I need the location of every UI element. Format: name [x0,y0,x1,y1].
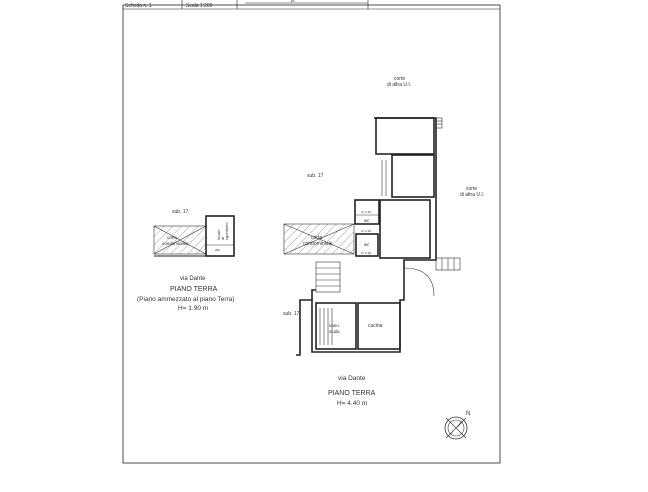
sheet-frame [122,4,501,464]
right-floor-title: PIANO TERRA [328,390,376,397]
corte-top-label-1: corte [394,76,405,82]
dim-label-3: h= 2.40 [361,251,371,255]
left-locale-label: localedisgombero [216,221,229,240]
left-sub-label: sub. 17 [172,209,189,215]
left-floor-title: PIANO TERRA [170,286,218,293]
corte-top-label-2: di altra U.I. [387,82,411,88]
left-floor-subtitle: (Piano ammezzato al piano Terra) [137,296,234,303]
cucina-label: cucina [368,323,383,329]
scala-label: Scala 1:200 [186,3,213,9]
vano-scala-label-2: scala [329,329,340,334]
corte-right-label-2: di altra U.I. [460,192,484,198]
sub-bottom-label: sub. 17 [283,311,300,317]
left-wc-label: wc [215,247,220,252]
header-sub-value: 18 [290,0,295,3]
corte-right-label-1: corte [466,186,477,192]
left-height-label: H= 1.90 m [178,305,208,312]
north-compass-icon: N [444,411,470,440]
left-street-label: via Dante [180,276,206,282]
right-street-label: via Dante [338,375,366,382]
wc-label-1: wc [364,218,370,223]
dim-label-1: h= 2.40 [361,210,371,214]
sub-top-label: sub. 17 [307,173,324,179]
vano-scala-label-1: vano [329,323,339,328]
wc-label-2: wc [364,242,370,247]
north-label: N [466,411,470,417]
header-strip: Scheda n. 1 Scala 1:200 18 [123,0,500,10]
right-height-label: H= 4.40 m [337,400,367,407]
right-plan: corte di altra U.I. corte di altra U.I. … [283,76,484,407]
scheda-label: Scheda n. 1 [125,3,152,9]
dim-label-2: h= 2.40 [361,229,371,233]
